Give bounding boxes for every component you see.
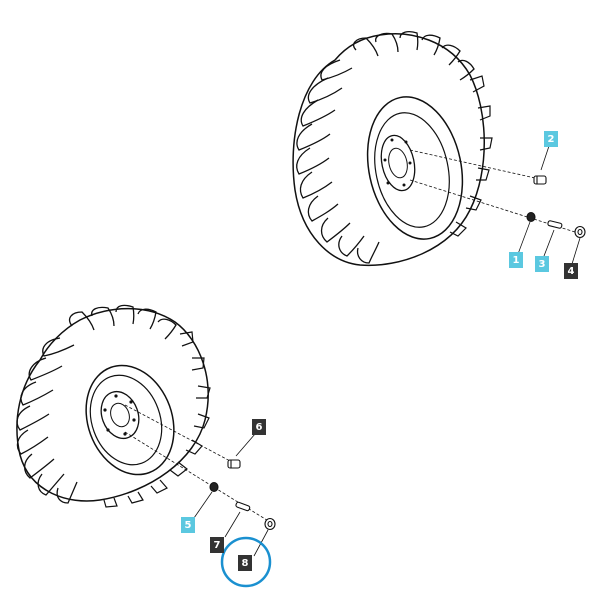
part-5-washer bbox=[209, 481, 219, 493]
callout-3[interactable]: 3 bbox=[535, 256, 549, 272]
part-7-stud bbox=[235, 501, 251, 512]
part-2-bolt bbox=[533, 175, 547, 185]
part-6-bolt bbox=[227, 459, 241, 469]
part-1-washer bbox=[526, 211, 536, 223]
callout-1[interactable]: 1 bbox=[509, 252, 523, 268]
upper-bolt-holes bbox=[383, 138, 412, 187]
part-3-stud bbox=[547, 220, 563, 229]
callout-5[interactable]: 5 bbox=[181, 517, 195, 533]
callout-8[interactable]: 8 bbox=[238, 555, 252, 571]
lower-wheel bbox=[16, 304, 211, 508]
callout-7[interactable]: 7 bbox=[210, 537, 224, 553]
lower-bolt-holes bbox=[103, 394, 136, 436]
upper-wheel bbox=[292, 31, 493, 267]
callout-2[interactable]: 2 bbox=[544, 131, 558, 147]
upper-tread bbox=[296, 31, 475, 264]
lower-hardware bbox=[209, 459, 276, 531]
upper-hardware bbox=[526, 175, 586, 239]
highlight-circle bbox=[220, 536, 272, 588]
lower-tread bbox=[16, 304, 177, 504]
upper-rim-inner bbox=[374, 112, 450, 228]
lower-rim-inner bbox=[89, 374, 163, 466]
lower-hub-center bbox=[110, 402, 130, 428]
upper-hub bbox=[380, 134, 416, 192]
part-8-nut bbox=[264, 517, 276, 531]
callout-4[interactable]: 4 bbox=[564, 263, 578, 279]
upper-hub-center bbox=[388, 147, 408, 179]
part-4-nut bbox=[574, 225, 586, 239]
callout-6[interactable]: 6 bbox=[252, 419, 266, 435]
upper-leaders bbox=[409, 149, 576, 233]
lower-hub bbox=[100, 390, 140, 440]
